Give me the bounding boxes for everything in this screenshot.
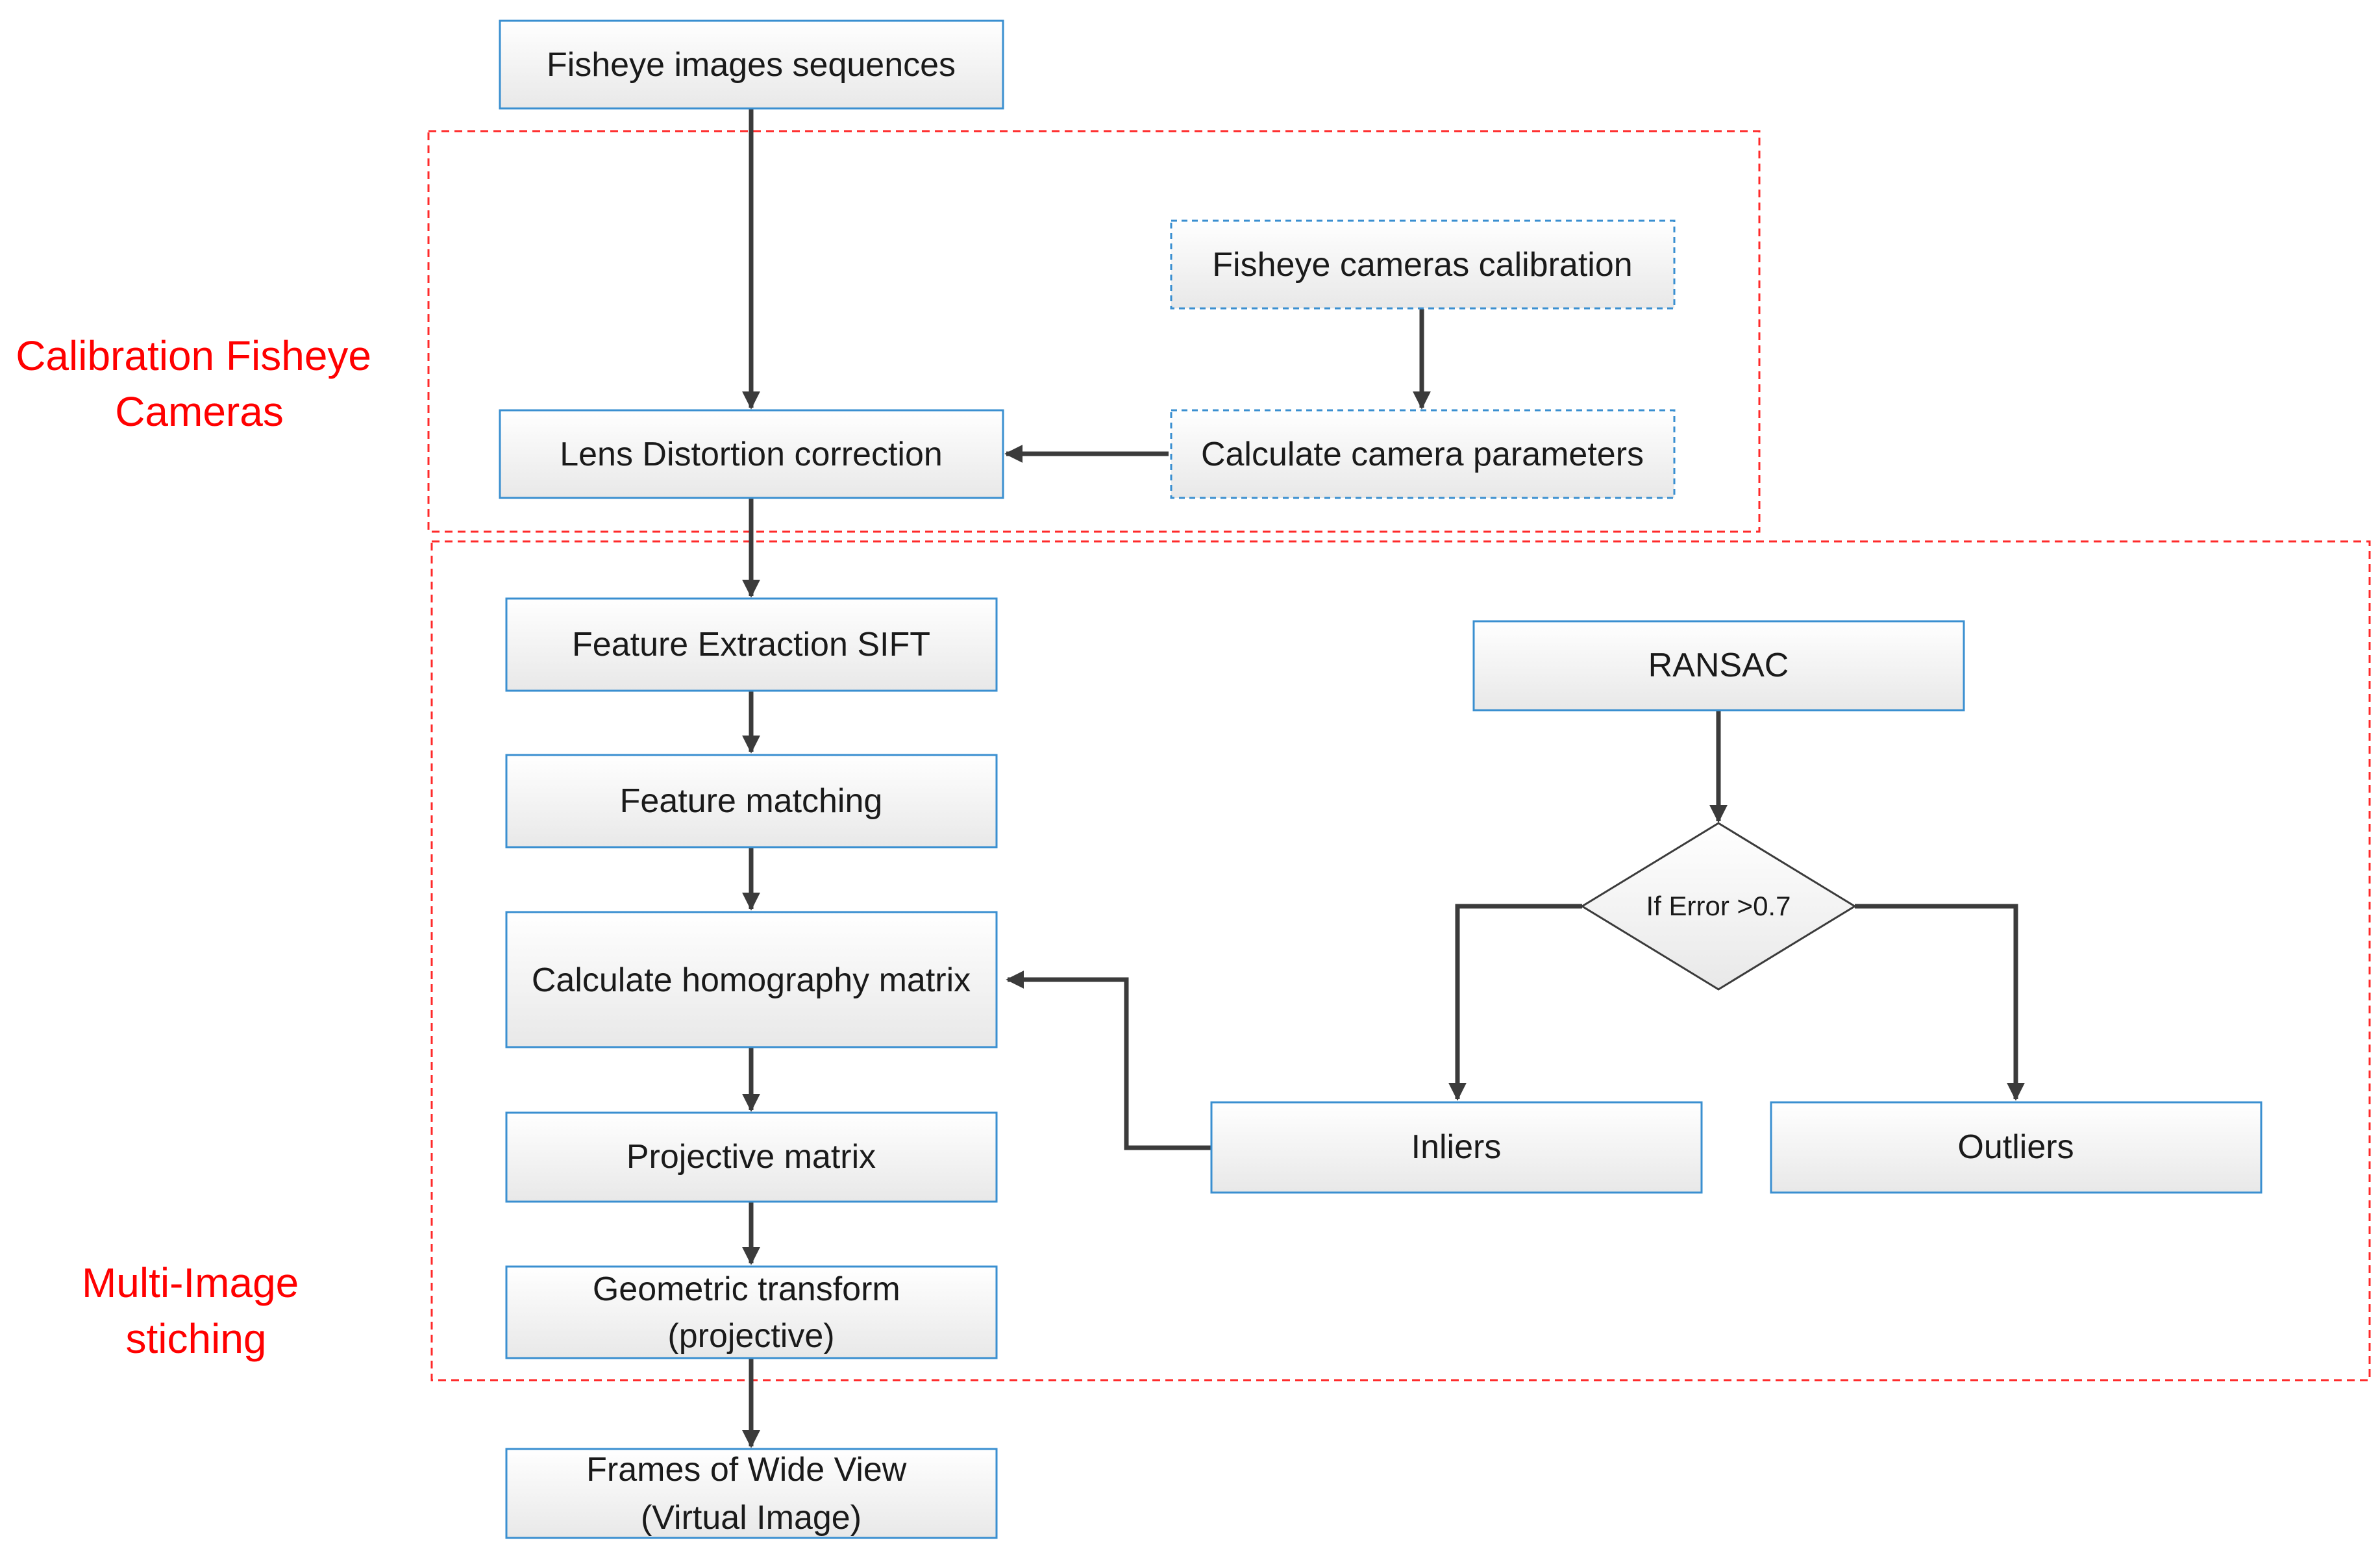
node-projective-matrix-label: Projective matrix xyxy=(626,1138,876,1176)
node-ransac-label: RANSAC xyxy=(1648,647,1789,684)
arrow-decision-to-outliers xyxy=(1855,904,2025,1101)
node-lens-correction-label: Lens Distortion correction xyxy=(560,436,943,473)
arrow-inliers-to-homography xyxy=(1006,971,1211,1150)
calibration-region xyxy=(427,130,1761,533)
node-output-label: Frames of Wide View (Virtual Image) xyxy=(586,1451,916,1537)
stitching-section-label: Multi-Image stiching xyxy=(82,1259,310,1362)
node-geometric-transform-label: Geometric transform (projective) xyxy=(593,1270,910,1355)
node-input: Fisheye images sequences xyxy=(499,19,1004,110)
node-homography-label: Calculate homography matrix xyxy=(532,961,971,999)
node-cam-params-label: Calculate camera parameters xyxy=(1201,436,1644,473)
node-feature-matching: Feature matching xyxy=(505,754,998,848)
node-ransac: RANSAC xyxy=(1472,620,1965,712)
node-feature-matching-label: Feature matching xyxy=(620,782,883,820)
node-lens-correction: Lens Distortion correction xyxy=(499,409,1004,499)
node-inliers: Inliers xyxy=(1210,1101,1703,1194)
node-feature-extraction: Feature Extraction SIFT xyxy=(505,597,998,692)
node-outliers: Outliers xyxy=(1770,1101,2262,1194)
node-input-label: Fisheye images sequences xyxy=(547,46,956,84)
node-decision: If Error >0.7 xyxy=(1580,822,1857,991)
node-outliers-label: Outliers xyxy=(1957,1128,2074,1166)
node-geometric-transform: Geometric transform (projective) xyxy=(505,1265,998,1359)
calibration-section-label: Calibration Fisheye Cameras xyxy=(16,332,383,435)
node-projective-matrix: Projective matrix xyxy=(505,1111,998,1203)
node-decision-label: If Error >0.7 xyxy=(1646,891,1791,921)
node-feature-extraction-label: Feature Extraction SIFT xyxy=(572,626,930,663)
node-cam-params: Calculate camera parameters xyxy=(1170,409,1676,499)
node-output: Frames of Wide View (Virtual Image) xyxy=(505,1448,998,1539)
node-homography: Calculate homography matrix xyxy=(505,911,998,1048)
node-cam-calibration-label: Fisheye cameras calibration xyxy=(1212,246,1632,284)
node-inliers-label: Inliers xyxy=(1411,1128,1502,1166)
stitching-region xyxy=(430,540,2371,1381)
arrow-decision-to-inliers xyxy=(1448,904,1582,1101)
node-cam-calibration: Fisheye cameras calibration xyxy=(1170,219,1676,310)
